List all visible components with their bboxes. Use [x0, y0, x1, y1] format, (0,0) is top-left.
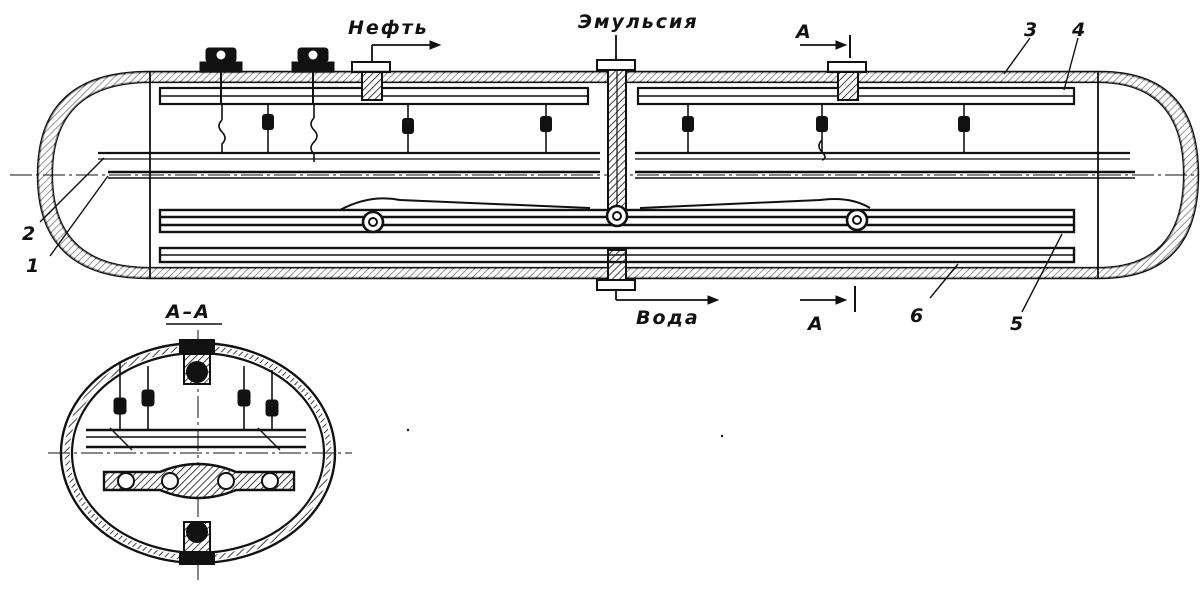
scan-dots [406, 428, 724, 438]
water-label: Вода [636, 307, 700, 329]
callout-3: 3 [1024, 19, 1037, 41]
water-collector [158, 246, 1076, 264]
oil-label: Нефть [348, 17, 429, 39]
callout-leaders [39, 37, 1079, 313]
emulsion-label: Эмульсия [578, 11, 699, 33]
water-outlet-pipe [596, 249, 636, 291]
callout-1: 1 [26, 255, 39, 277]
bushings [199, 47, 335, 104]
callout-2: 2 [22, 223, 35, 245]
flow-arrows [371, 35, 856, 312]
callout-6: 6 [910, 305, 923, 327]
insulators [218, 104, 970, 162]
oil-outlet-nozzle [351, 61, 867, 101]
distributor [158, 197, 1076, 234]
vessel-shell [10, 70, 1200, 280]
callout-4: 4 [1071, 19, 1085, 41]
electrodes [98, 151, 1135, 179]
section-title: А–А [164, 301, 211, 323]
section-mark-top: А [794, 21, 813, 43]
callout-5: 5 [1010, 313, 1023, 335]
section-mark-bottom: А [806, 313, 825, 335]
section-a-a-view [48, 323, 352, 580]
emulsion-inlet-pipe [596, 59, 636, 221]
